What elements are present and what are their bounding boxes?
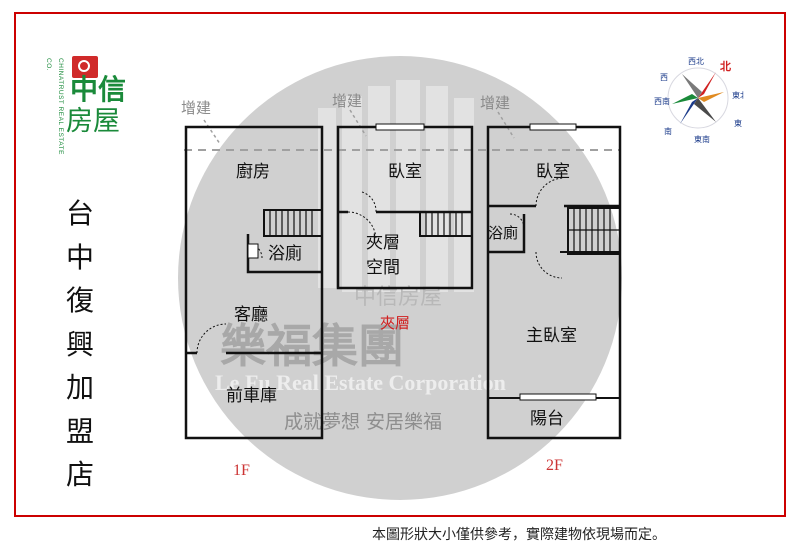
door-swings-2f: [509, 177, 565, 279]
logo-line-1: 中信: [70, 73, 127, 106]
room-mezz-space-2: 空間: [366, 258, 400, 278]
compass-west: 西: [660, 73, 668, 82]
stairs-mezz-icon: [425, 212, 463, 236]
store-name-char: 興: [65, 327, 94, 361]
logo-emblem-icon: [72, 56, 98, 78]
watermark: 樂福集團 中信房屋 Le Fu Real Estate Corporation …: [178, 56, 622, 500]
extension-label-mezz: 增建: [332, 92, 362, 110]
mezzanine-label: 夾層: [380, 314, 410, 332]
store-name-char: 加: [65, 371, 94, 404]
stairs-2f-icon: [568, 208, 620, 254]
room-garage: 前車庫: [226, 386, 277, 406]
room-bedroom-mezz: 臥室: [388, 162, 422, 182]
logo-line-2: 房屋: [66, 106, 120, 137]
window-2f: [529, 123, 577, 131]
watermark-slogan: 成就夢想 安居樂福: [284, 411, 442, 433]
room-kitchen: 廚房: [236, 161, 270, 182]
store-name-char: 店: [65, 458, 94, 491]
extension-label-1f: 增建: [181, 99, 211, 117]
room-mezz-space-1: 夾層: [366, 233, 400, 253]
extension-label-2f: 增建: [480, 94, 510, 112]
floor-label-1f: 1F: [233, 462, 250, 479]
stairs-1f-icon: [269, 210, 313, 236]
compass-southeast: 東南: [694, 134, 710, 144]
logo-english-text: CHINATRUST REAL ESTATE CO.: [45, 58, 64, 155]
room-master-bedroom: 主臥室: [526, 326, 577, 346]
room-bathroom-1f: 浴廁: [268, 243, 302, 264]
page-frame: [14, 12, 786, 517]
room-bedroom-2f: 臥室: [536, 162, 570, 182]
compass-northeast: 東北: [732, 90, 744, 100]
compass-rose-icon: 北 西北 東北 西 東 西南 東南 南: [654, 57, 744, 144]
store-name-char: 中: [65, 240, 94, 274]
store-name-char: 盟: [65, 414, 94, 448]
store-name-char: 台: [65, 197, 94, 230]
room-living: 客廳: [234, 305, 268, 325]
compass-south: 南: [664, 126, 672, 136]
window-mezz: [375, 123, 425, 131]
compass-east: 東: [734, 118, 742, 128]
store-name: 台 中 復 興 加 盟 店: [52, 192, 108, 497]
store-name-char: 復: [65, 284, 94, 317]
watermark-building-icon: [318, 80, 474, 292]
room-balcony: 陽台: [530, 409, 564, 429]
company-logo: CHINATRUST REAL ESTATE CO. 中信 房屋: [45, 56, 128, 166]
disclaimer-text: 本圖形狀大小僅供參考，實際建物依現場而定。: [372, 527, 666, 543]
watermark-title: 樂福集團: [220, 319, 404, 373]
watermark-english: Le Fu Real Estate Corporation: [215, 370, 506, 395]
room-bathroom-2f: 浴廁: [488, 224, 518, 242]
compass-northwest: 西北: [688, 57, 704, 66]
floor-label-2f: 2F: [546, 457, 563, 474]
compass-north: 北: [720, 59, 731, 73]
balcony-door: [519, 393, 597, 401]
compass-southwest: 西南: [654, 96, 670, 106]
